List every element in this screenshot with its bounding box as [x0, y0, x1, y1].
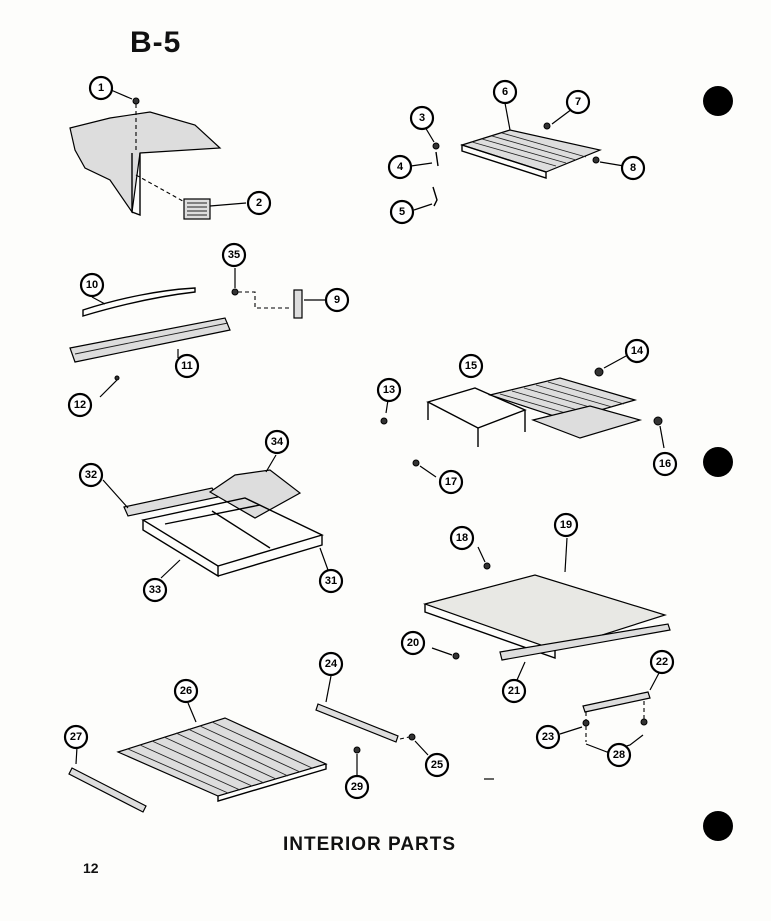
- svg-text:13: 13: [383, 384, 395, 396]
- callout-17: 17: [438, 469, 464, 495]
- callout-10: 10: [79, 272, 105, 298]
- callout-13: 13: [376, 377, 402, 403]
- svg-text:15: 15: [465, 360, 477, 372]
- svg-text:10: 10: [86, 279, 98, 291]
- callout-29: 29: [344, 774, 370, 800]
- svg-text:28: 28: [613, 749, 625, 761]
- svg-text:9: 9: [334, 294, 340, 306]
- callout-12: 12: [67, 392, 93, 418]
- callout-4: 4: [387, 154, 413, 180]
- svg-text:2: 2: [256, 197, 262, 209]
- svg-text:24: 24: [325, 658, 338, 670]
- svg-text:12: 12: [74, 399, 86, 411]
- binder-hole-bottom: [703, 811, 733, 841]
- part-glass-shelf: [422, 537, 671, 681]
- callout-8: 8: [620, 155, 646, 181]
- svg-text:11: 11: [181, 360, 193, 372]
- svg-text:17: 17: [445, 476, 457, 488]
- callout-labels: 1 2 3 4 5 6 7 8 9 10 11 12 13 14 15 16 1…: [63, 75, 678, 800]
- svg-text:26: 26: [180, 685, 192, 697]
- svg-text:4: 4: [397, 161, 404, 173]
- callout-23: 23: [535, 724, 561, 750]
- callout-3: 3: [409, 105, 435, 131]
- callout-1: 1: [88, 75, 114, 101]
- callout-5: 5: [389, 199, 415, 225]
- binder-hole-top: [703, 86, 733, 116]
- callout-22: 22: [649, 649, 675, 675]
- callout-33: 33: [142, 577, 168, 603]
- svg-text:25: 25: [431, 759, 443, 771]
- svg-text:23: 23: [542, 731, 554, 743]
- part-wire-shelf-lower: [68, 675, 429, 813]
- diagram-caption: INTERIOR PARTS: [283, 834, 457, 855]
- callout-24: 24: [318, 651, 344, 677]
- callout-6: 6: [492, 79, 518, 105]
- svg-text:21: 21: [508, 685, 520, 697]
- callout-20: 20: [400, 630, 426, 656]
- callout-16: 16: [652, 451, 678, 477]
- callout-2: 2: [246, 190, 272, 216]
- page-title: B-5: [130, 26, 182, 59]
- svg-text:8: 8: [630, 162, 636, 174]
- svg-text:16: 16: [659, 458, 671, 470]
- svg-text:22: 22: [656, 656, 668, 668]
- part-crisper-cover-frame: [102, 454, 329, 579]
- svg-text:31: 31: [325, 575, 337, 587]
- callout-18: 18: [449, 525, 475, 551]
- page-number: 12: [83, 860, 99, 876]
- part-shelf-bracket-corner: [69, 89, 247, 220]
- svg-text:18: 18: [456, 532, 468, 544]
- svg-text:20: 20: [407, 637, 419, 649]
- callout-15: 15: [458, 353, 484, 379]
- svg-text:5: 5: [399, 206, 405, 218]
- svg-text:27: 27: [70, 731, 82, 743]
- svg-text:19: 19: [560, 519, 572, 531]
- svg-text:33: 33: [149, 584, 161, 596]
- callout-26: 26: [173, 678, 199, 704]
- svg-text:7: 7: [575, 96, 581, 108]
- svg-text:1: 1: [98, 82, 104, 94]
- callout-14: 14: [624, 338, 650, 364]
- callout-21: 21: [501, 678, 527, 704]
- callout-27: 27: [63, 724, 89, 750]
- svg-text:29: 29: [351, 781, 363, 793]
- callout-9: 9: [324, 287, 350, 313]
- callout-34: 34: [264, 429, 290, 455]
- callout-28: 28: [606, 742, 632, 768]
- binder-hole-middle: [703, 447, 733, 477]
- callout-19: 19: [553, 512, 579, 538]
- part-shelf-rail-right: [559, 672, 660, 753]
- callout-11: 11: [174, 353, 200, 379]
- part-rail-assembly: [69, 268, 325, 398]
- svg-text:34: 34: [271, 436, 284, 448]
- svg-text:32: 32: [85, 469, 97, 481]
- svg-text:6: 6: [502, 86, 508, 98]
- svg-text:14: 14: [631, 345, 644, 357]
- svg-text:35: 35: [228, 249, 240, 261]
- part-upper-shelf: [410, 102, 625, 211]
- svg-text:3: 3: [419, 112, 425, 124]
- callout-31: 31: [318, 568, 344, 594]
- callout-7: 7: [565, 89, 591, 115]
- callout-25: 25: [424, 752, 450, 778]
- callout-32: 32: [78, 462, 104, 488]
- part-shelf-frame-and-shelf: [380, 355, 665, 478]
- callout-35: 35: [221, 242, 247, 268]
